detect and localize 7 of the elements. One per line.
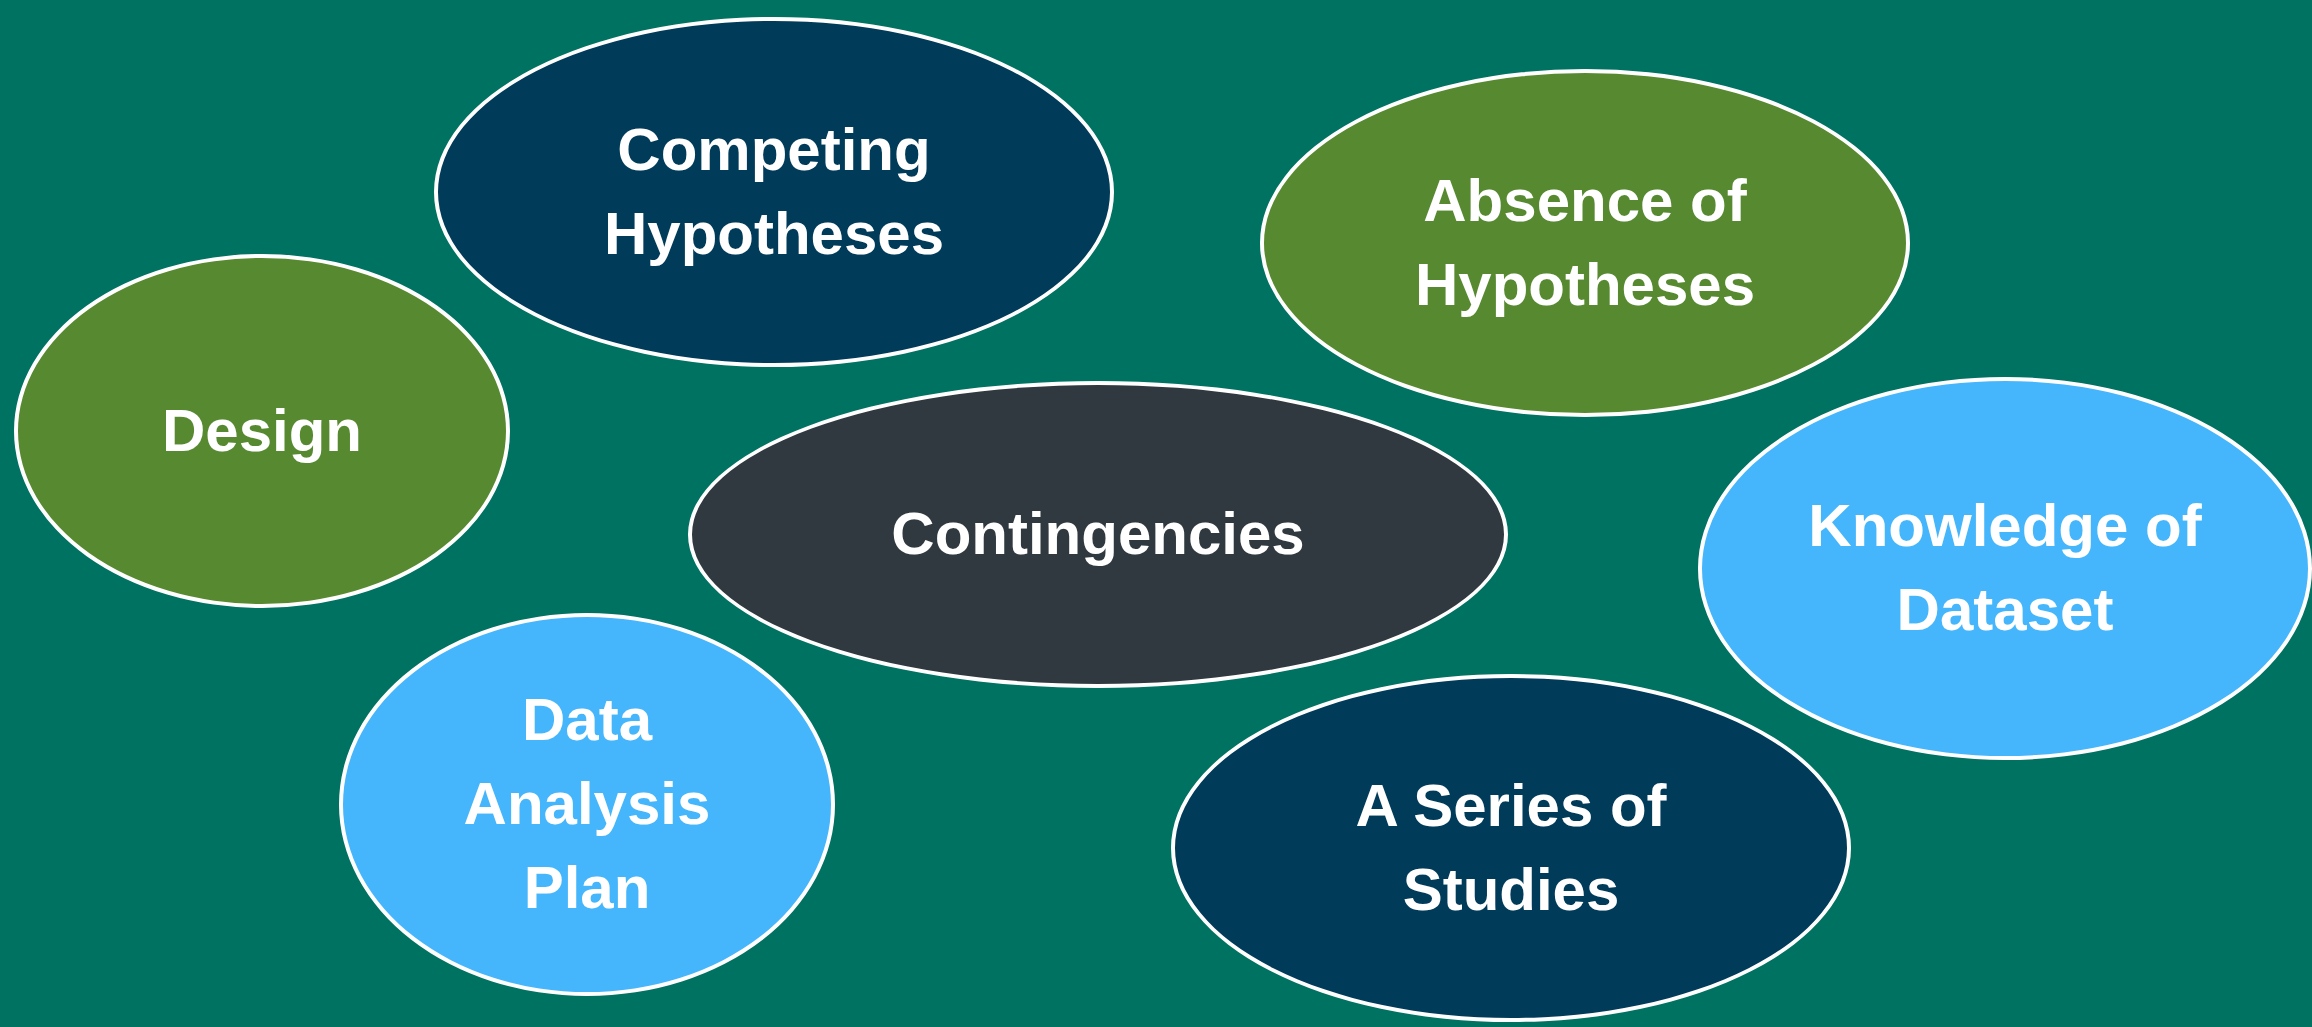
node-label: Design xyxy=(161,396,362,466)
node-label: Absence of Hypotheses xyxy=(1413,166,1757,320)
node-label: Contingencies xyxy=(891,499,1305,569)
node-label: Knowledge of Dataset xyxy=(1807,491,2203,645)
node-label: A Series of Studies xyxy=(1354,771,1668,925)
node-label: Data Analysis Plan xyxy=(462,685,712,923)
node-label: Competing Hypotheses xyxy=(602,115,946,269)
